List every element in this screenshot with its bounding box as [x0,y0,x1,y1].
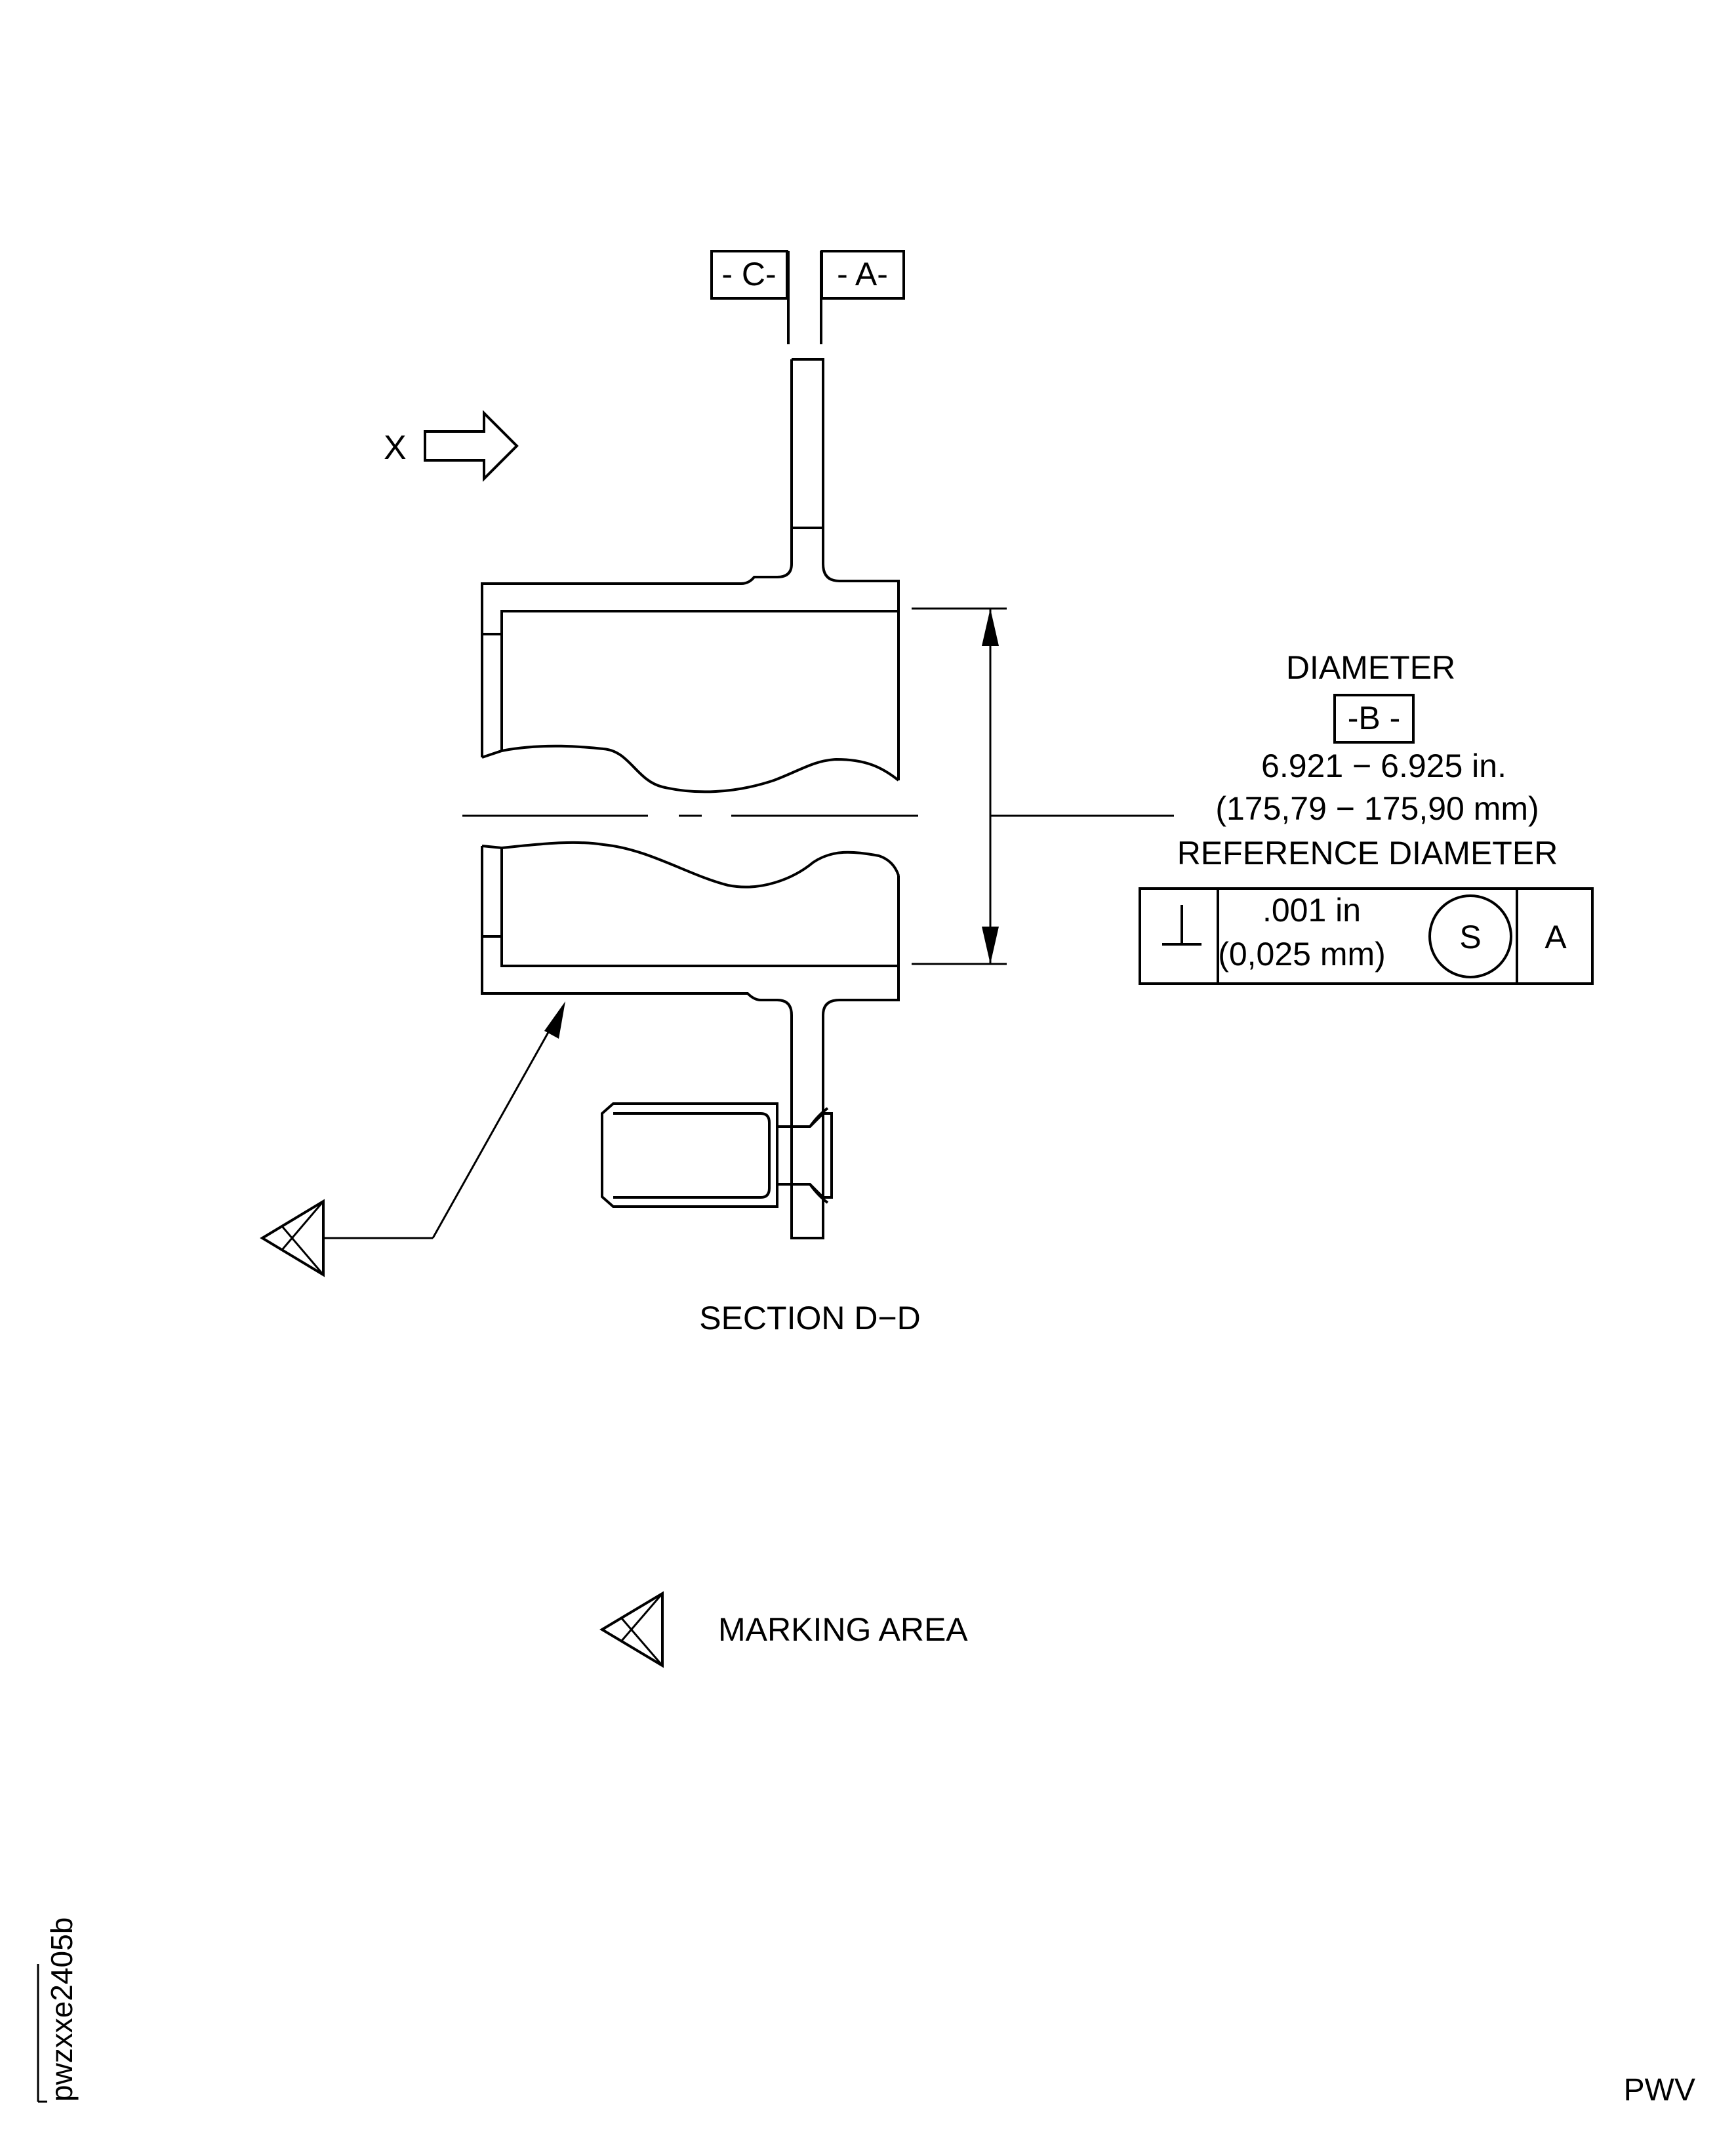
diameter-label: DIAMETER [1286,649,1455,686]
dimension-inches: 6.921 − 6.925 in. [1261,748,1506,784]
corner-code: PWV [1624,2073,1695,2108]
datum-b-flag: -B - [1333,694,1415,744]
modifier-circle [1428,894,1512,978]
tolerance-inches: .001 in [1262,892,1361,929]
marking-area-triangle-icon [260,1199,325,1277]
perpendicularity-icon [1162,905,1201,946]
reference-diameter-label: REFERENCE DIAMETER [1177,835,1558,871]
figure-id: pwzxxe2405b [37,1917,79,2103]
datum-a-flag: - A- [820,250,905,344]
datum-a-label: - A- [837,256,888,292]
tolerance-millimeters: (0,025 mm) [1218,936,1386,972]
part-section-lower [481,841,900,1239]
part-section-upper [481,358,900,793]
datum-c-flag: - C- [710,250,790,344]
datum-reference: A [1544,919,1567,955]
legend-label: MARKING AREA [718,1611,968,1648]
section-title: SECTION D−D [699,1300,921,1336]
view-arrow-label: X [384,429,407,467]
legend-marking-area: MARKING AREA [599,1591,968,1668]
datum-c-label: - C- [721,256,776,292]
marking-leader [260,1001,565,1277]
diameter-dimension [912,607,1174,965]
feature-control-frame: .001 in (0,025 mm) S A [1139,887,1594,985]
fastener [601,1102,833,1208]
dimension-millimeters: (175,79 − 175,90 mm) [1215,790,1539,827]
modifier-symbol: S [1459,919,1481,955]
figure-id-text: pwzxxe2405b [45,1917,79,2102]
view-direction-arrow-icon [424,410,519,482]
marking-area-triangle-icon [599,1591,664,1668]
datum-b-label: -B - [1348,700,1401,736]
